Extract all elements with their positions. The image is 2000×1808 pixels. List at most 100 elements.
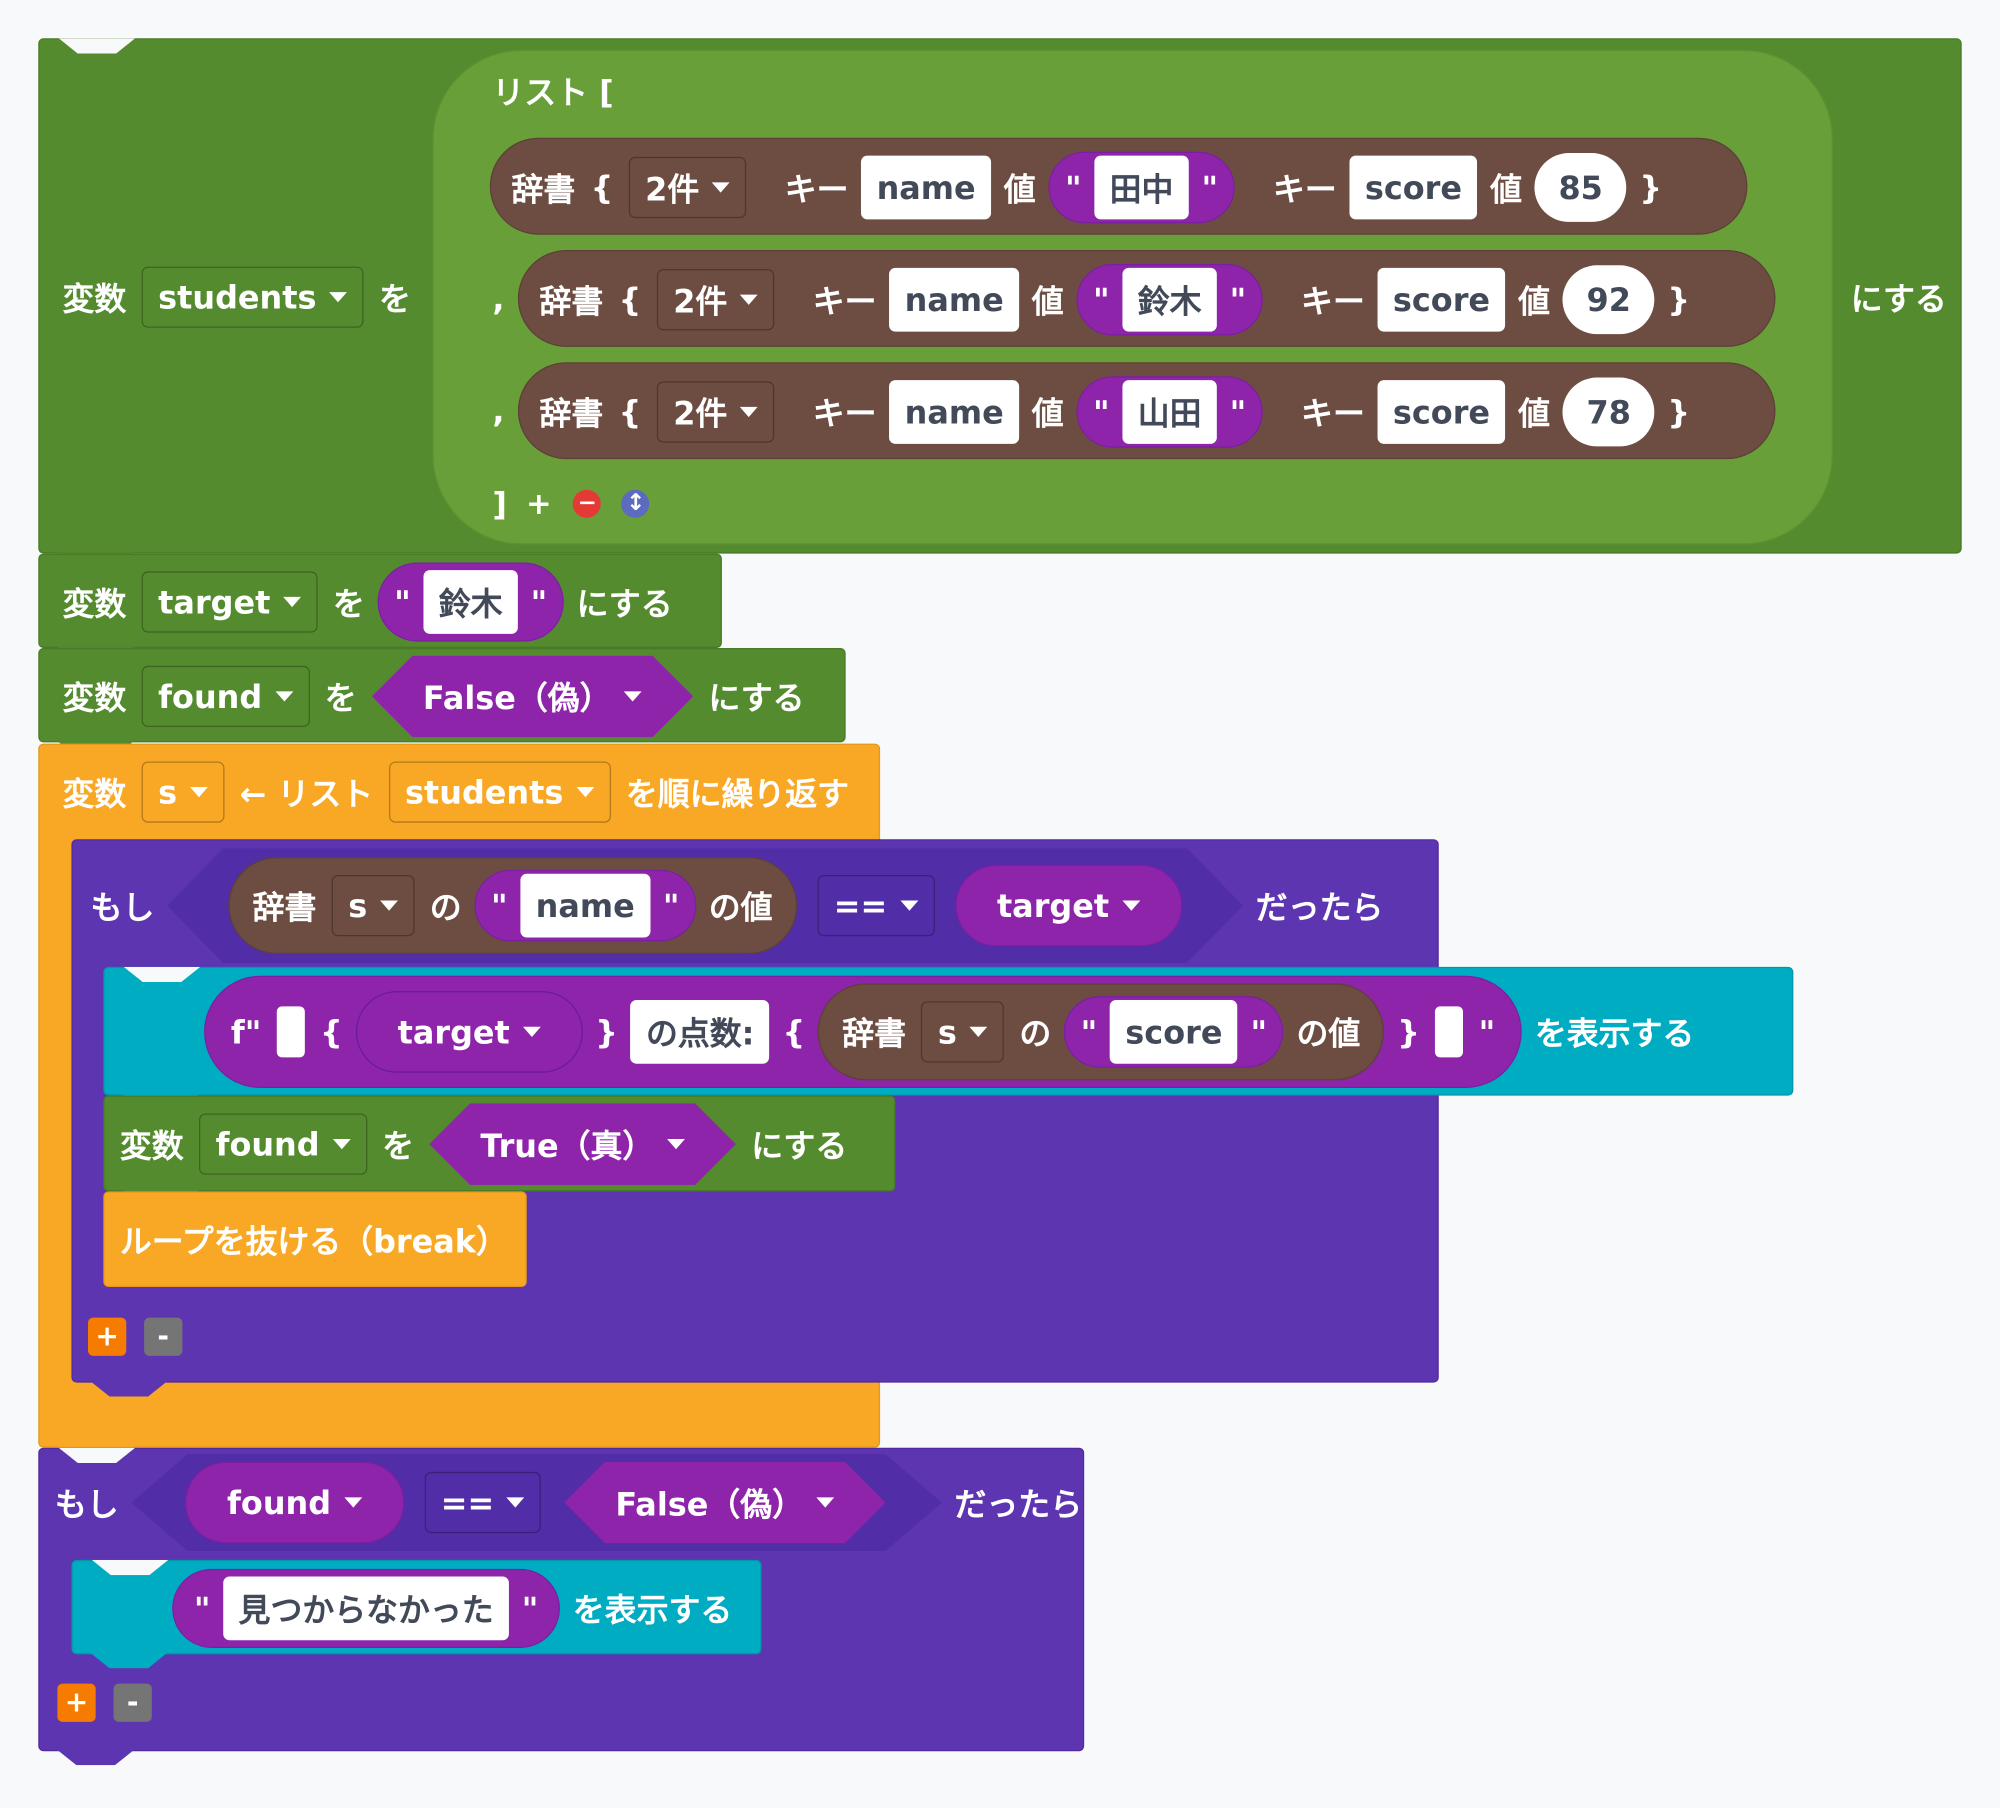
score-number-field[interactable]: 92: [1562, 265, 1655, 335]
add-branch-plus-icon[interactable]: +: [88, 1317, 127, 1356]
reorder-arrows-icon[interactable]: ↕: [621, 489, 650, 518]
brace-close: }: [1397, 1013, 1420, 1051]
string-block[interactable]: " 鈴木 ": [377, 562, 564, 642]
boolean-block[interactable]: False（偽）: [564, 1462, 885, 1544]
dict-count-dropdown[interactable]: 2件: [656, 381, 775, 443]
dict-label: 辞書: [252, 889, 317, 927]
dropdown-arrow-icon: [380, 901, 398, 911]
dict-count-dropdown[interactable]: 2件: [628, 156, 747, 219]
wo-label: を: [324, 679, 357, 717]
target-value-field[interactable]: 鈴木: [423, 570, 518, 634]
string-block[interactable]: " name ": [474, 870, 696, 941]
dict-key-field[interactable]: name: [889, 380, 1020, 444]
found-var-dropdown[interactable]: found: [212, 1472, 377, 1533]
bool-false-dropdown[interactable]: False（偽）: [615, 1472, 834, 1533]
boolean-block[interactable]: True（真）: [429, 1103, 736, 1185]
string-block[interactable]: " 見つからなかった ": [172, 1568, 561, 1648]
print-label: を表示する: [1534, 1015, 1695, 1053]
var-label: 変数: [62, 280, 127, 318]
fstring-text-field[interactable]: の点数:: [630, 999, 770, 1064]
add-item-plus-icon[interactable]: +: [524, 485, 553, 522]
target-var-block[interactable]: target: [955, 865, 1182, 947]
boolean-block[interactable]: False（偽）: [372, 656, 693, 738]
compare-block[interactable]: found == False（偽）: [131, 1454, 941, 1551]
target-var-block[interactable]: target: [355, 991, 583, 1073]
target-var-dropdown[interactable]: target: [382, 1001, 555, 1062]
bool-false-dropdown[interactable]: False（偽）: [423, 666, 642, 727]
dict-var-dropdown[interactable]: s: [921, 1001, 1005, 1063]
brace-open: {: [618, 281, 642, 319]
brace-close: }: [1639, 169, 1663, 206]
fstring-block[interactable]: f" { target } の点数: { 辞書 s の " score ": [204, 975, 1523, 1089]
dropdown-arrow-icon: [740, 294, 758, 305]
dict-key-field[interactable]: name: [861, 155, 991, 220]
name-value-field[interactable]: 鈴木: [1122, 267, 1217, 332]
dict-get-block[interactable]: 辞書 s の " name " の値: [228, 857, 796, 954]
key-score-field[interactable]: score: [1110, 999, 1238, 1064]
key-label: キー: [1301, 395, 1365, 433]
break-block[interactable]: ループを抜ける（break）: [103, 1191, 527, 1287]
remove-branch-minus-icon[interactable]: -: [113, 1683, 152, 1722]
dict-key-field[interactable]: name: [889, 267, 1020, 332]
string-block[interactable]: " 鈴木 ": [1076, 264, 1263, 336]
arrow-list-label: ← リスト: [239, 775, 374, 813]
dict-block-1[interactable]: 辞書 { 2件 キー name 値 " 田中 " キー score 値: [489, 137, 1748, 235]
fstring-text-slot[interactable]: [276, 1006, 305, 1058]
set-target-block[interactable]: 変数 target を " 鈴木 " にする: [38, 553, 722, 648]
remove-item-minus-icon[interactable]: −: [573, 489, 602, 518]
loop-var-dropdown[interactable]: s: [141, 761, 225, 823]
no-label: の: [1019, 1015, 1052, 1053]
string-block[interactable]: " 山田 ": [1076, 376, 1263, 448]
key-label: キー: [1301, 283, 1365, 321]
no-val-label: の値: [1296, 1015, 1361, 1053]
dict-get-block[interactable]: 辞書 s の " score " の値: [817, 983, 1385, 1081]
loop-list-dropdown[interactable]: students: [388, 761, 611, 823]
quote-mark: ": [1064, 169, 1082, 206]
key-label: キー: [784, 170, 849, 208]
dict-count-dropdown[interactable]: 2件: [656, 269, 775, 331]
operator-dropdown[interactable]: ==: [424, 1472, 541, 1533]
set-students-block[interactable]: 変数 students を にする リスト [ 辞書 { 2件 キー name: [38, 38, 1962, 554]
dropdown-arrow-icon: [522, 1026, 541, 1037]
dict-var-dropdown[interactable]: s: [332, 875, 415, 936]
dropdown-arrow-icon: [329, 292, 348, 303]
fstring-text-slot[interactable]: [1435, 1006, 1464, 1058]
brace-open: {: [590, 169, 614, 206]
no-label: の: [429, 889, 462, 927]
score-number-field[interactable]: 78: [1562, 377, 1655, 447]
dict-block-2[interactable]: 辞書 { 2件 キー name 値 " 鈴木 " キー score 値: [517, 249, 1776, 347]
compare-block[interactable]: 辞書 s の " name " の値 == target: [167, 848, 1243, 963]
dict-key-field[interactable]: score: [1349, 155, 1478, 220]
string-block[interactable]: " 田中 ": [1048, 151, 1235, 224]
remove-branch-minus-icon[interactable]: -: [144, 1317, 183, 1356]
dict-block-3[interactable]: 辞書 { 2件 キー name 値 " 山田 " キー score 値: [517, 362, 1776, 460]
list-block[interactable]: リスト [ 辞書 { 2件 キー name 値 " 田中 ": [432, 49, 1833, 545]
message-field[interactable]: 見つからなかった: [223, 1576, 509, 1641]
no-val-label: の値: [708, 889, 773, 927]
quote-mark: ": [1093, 393, 1110, 431]
name-value-field[interactable]: 山田: [1122, 380, 1217, 444]
print-not-found-block[interactable]: " 見つからなかった " を表示する: [71, 1559, 762, 1655]
found-var-dropdown[interactable]: found: [141, 665, 310, 728]
nisuru-label: にする: [1850, 280, 1947, 318]
val-label: 値: [1518, 283, 1551, 321]
students-var-dropdown[interactable]: students: [141, 266, 364, 328]
key-name-field[interactable]: name: [520, 874, 650, 938]
set-found-block[interactable]: 変数 found を False（偽） にする: [38, 647, 846, 743]
score-number-field[interactable]: 85: [1534, 153, 1627, 222]
string-block[interactable]: " score ": [1064, 996, 1284, 1068]
bool-true-dropdown[interactable]: True（真）: [480, 1114, 685, 1175]
dropdown-arrow-icon: [189, 786, 208, 798]
dict-label: 辞書: [539, 395, 604, 433]
dict-key-field[interactable]: score: [1377, 267, 1506, 332]
name-value-field[interactable]: 田中: [1094, 155, 1189, 220]
set-found-true-block[interactable]: 変数 found を True（真） にする: [103, 1095, 896, 1192]
target-var-dropdown[interactable]: target: [141, 571, 318, 633]
found-var-dropdown[interactable]: found: [198, 1113, 367, 1175]
found-var-block[interactable]: found: [185, 1462, 404, 1544]
add-branch-plus-icon[interactable]: +: [57, 1683, 96, 1722]
dict-key-field[interactable]: score: [1377, 380, 1506, 444]
print-fstring-block[interactable]: f" { target } の点数: { 辞書 s の " score ": [103, 966, 1794, 1096]
operator-dropdown[interactable]: ==: [817, 875, 934, 936]
target-var-dropdown[interactable]: target: [982, 875, 1155, 936]
